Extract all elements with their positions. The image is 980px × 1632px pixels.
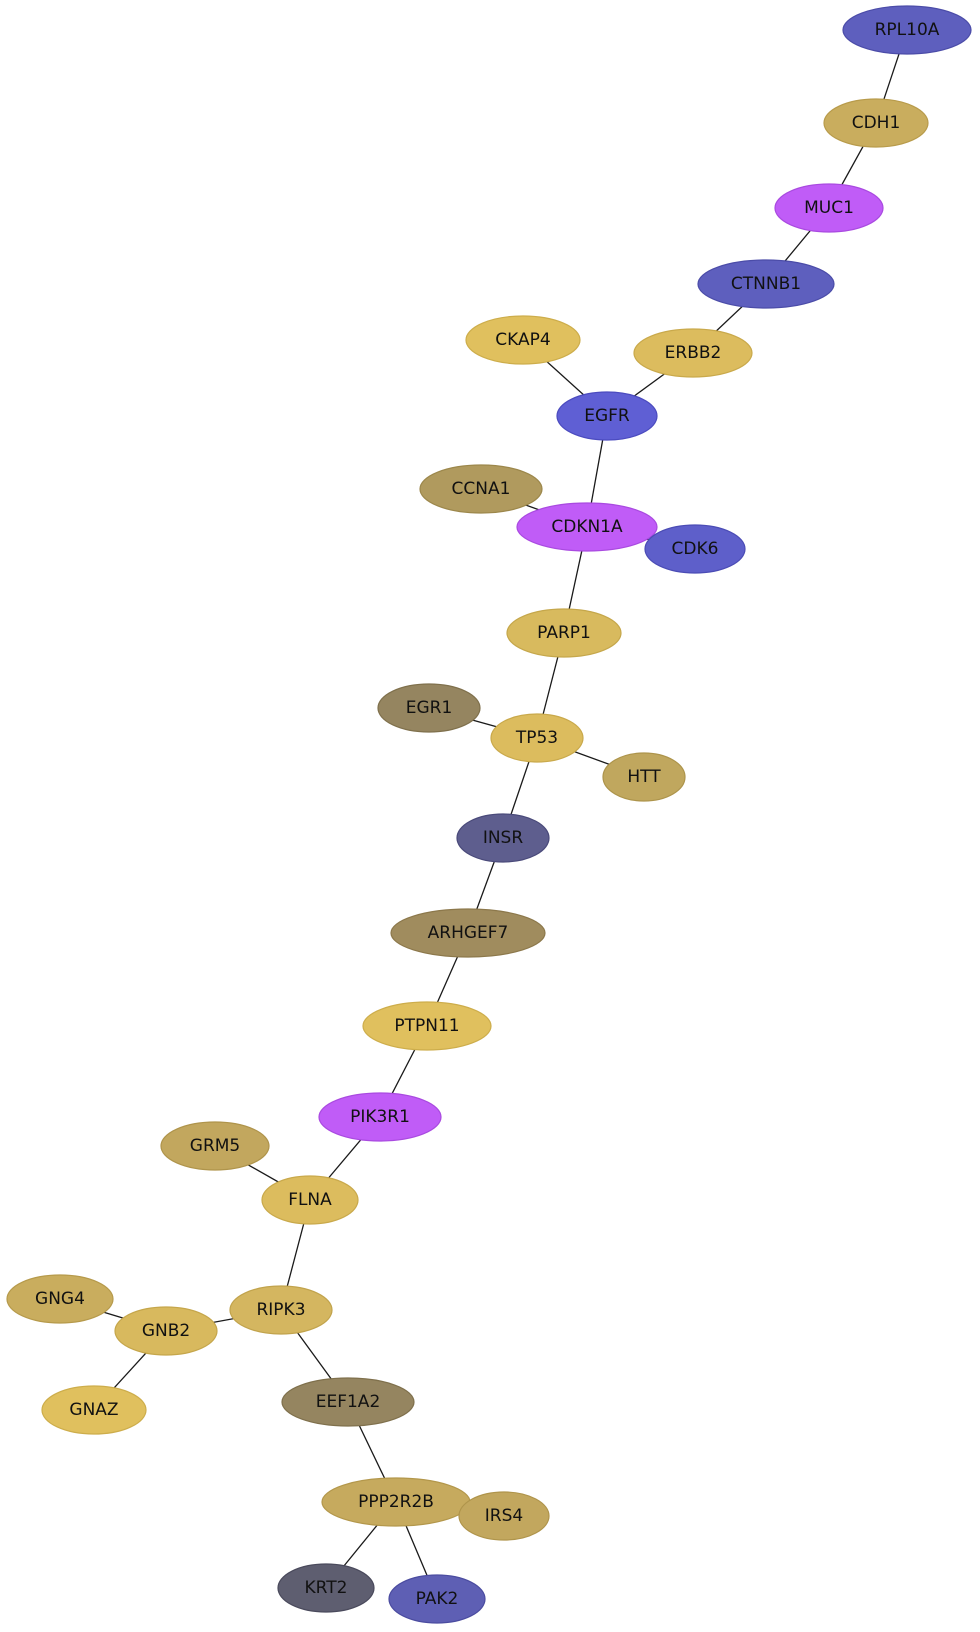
node-label: HTT bbox=[627, 767, 661, 787]
node-label: EGFR bbox=[584, 406, 630, 426]
node-label: IRS4 bbox=[485, 1506, 523, 1526]
node-label: GNG4 bbox=[35, 1289, 85, 1309]
node-ctnnb1[interactable]: CTNNB1 bbox=[697, 259, 835, 309]
node-label: PARP1 bbox=[537, 623, 591, 643]
node-shape bbox=[458, 1491, 550, 1541]
node-pak2[interactable]: PAK2 bbox=[388, 1574, 486, 1624]
node-ccna1[interactable]: CCNA1 bbox=[419, 464, 543, 514]
node-shape bbox=[261, 1175, 359, 1225]
node-shape bbox=[456, 813, 550, 863]
node-pik3r1[interactable]: PIK3R1 bbox=[318, 1092, 442, 1142]
node-ripk3[interactable]: RIPK3 bbox=[229, 1285, 333, 1335]
node-krt2[interactable]: KRT2 bbox=[277, 1563, 375, 1613]
node-grm5[interactable]: GRM5 bbox=[160, 1121, 270, 1171]
node-tp53[interactable]: TP53 bbox=[490, 713, 584, 763]
node-muc1[interactable]: MUC1 bbox=[774, 183, 884, 233]
node-ptpn11[interactable]: PTPN11 bbox=[362, 1001, 492, 1051]
node-label: PPP2R2B bbox=[358, 1492, 434, 1512]
node-parp1[interactable]: PARP1 bbox=[506, 608, 622, 658]
node-shape bbox=[823, 98, 929, 148]
node-label: CTNNB1 bbox=[731, 274, 801, 294]
node-label: EEF1A2 bbox=[316, 1392, 381, 1412]
node-shape bbox=[229, 1285, 333, 1335]
node-insr[interactable]: INSR bbox=[456, 813, 550, 863]
node-label: EGR1 bbox=[406, 698, 453, 718]
node-egr1[interactable]: EGR1 bbox=[377, 683, 481, 733]
node-shape bbox=[388, 1574, 486, 1624]
node-shape bbox=[160, 1121, 270, 1171]
node-cdk6[interactable]: CDK6 bbox=[644, 524, 746, 574]
node-label: GNB2 bbox=[142, 1321, 190, 1341]
node-gnaz[interactable]: GNAZ bbox=[41, 1385, 147, 1435]
node-shape bbox=[697, 259, 835, 309]
node-label: GRM5 bbox=[190, 1136, 240, 1156]
node-ppp2r2b[interactable]: PPP2R2B bbox=[321, 1477, 471, 1527]
node-label: CDK6 bbox=[672, 539, 719, 559]
node-shape bbox=[506, 608, 622, 658]
node-label: PTPN11 bbox=[394, 1016, 459, 1036]
node-label: PIK3R1 bbox=[350, 1107, 410, 1127]
node-label: ARHGEF7 bbox=[428, 923, 509, 943]
node-label: PAK2 bbox=[416, 1589, 459, 1609]
node-irs4[interactable]: IRS4 bbox=[458, 1491, 550, 1541]
node-shape bbox=[556, 391, 658, 441]
node-gng4[interactable]: GNG4 bbox=[6, 1274, 114, 1324]
node-shape bbox=[490, 713, 584, 763]
node-label: CKAP4 bbox=[495, 330, 550, 350]
node-label: FLNA bbox=[288, 1190, 332, 1210]
node-shape bbox=[774, 183, 884, 233]
node-label: TP53 bbox=[515, 728, 558, 748]
node-label: RIPK3 bbox=[256, 1300, 305, 1320]
node-shape bbox=[602, 752, 686, 802]
node-label: KRT2 bbox=[305, 1578, 348, 1598]
node-shape bbox=[377, 683, 481, 733]
node-cdkn1a[interactable]: CDKN1A bbox=[516, 502, 658, 552]
node-label: CDKN1A bbox=[551, 517, 623, 537]
node-flna[interactable]: FLNA bbox=[261, 1175, 359, 1225]
node-label: INSR bbox=[483, 828, 524, 848]
node-shape bbox=[516, 502, 658, 552]
node-label: ERBB2 bbox=[665, 343, 722, 363]
node-rpl10a[interactable]: RPL10A bbox=[842, 5, 972, 55]
node-eef1a2[interactable]: EEF1A2 bbox=[281, 1377, 415, 1427]
node-shape bbox=[633, 328, 753, 378]
node-shape bbox=[644, 524, 746, 574]
node-label: CCNA1 bbox=[452, 479, 511, 499]
node-label: GNAZ bbox=[69, 1400, 118, 1420]
node-shape bbox=[281, 1377, 415, 1427]
node-gnb2[interactable]: GNB2 bbox=[114, 1306, 218, 1356]
node-ckap4[interactable]: CKAP4 bbox=[465, 315, 581, 365]
node-shape bbox=[41, 1385, 147, 1435]
node-egfr[interactable]: EGFR bbox=[556, 391, 658, 441]
node-label: MUC1 bbox=[804, 198, 854, 218]
node-shape bbox=[114, 1306, 218, 1356]
node-label: RPL10A bbox=[875, 20, 940, 40]
node-shape bbox=[318, 1092, 442, 1142]
node-shape bbox=[6, 1274, 114, 1324]
node-shape bbox=[419, 464, 543, 514]
node-shape bbox=[362, 1001, 492, 1051]
node-shape bbox=[842, 5, 972, 55]
node-arhgef7[interactable]: ARHGEF7 bbox=[390, 908, 546, 958]
node-shape bbox=[465, 315, 581, 365]
node-htt[interactable]: HTT bbox=[602, 752, 686, 802]
node-shape bbox=[390, 908, 546, 958]
node-label: CDH1 bbox=[852, 113, 901, 133]
node-shape bbox=[277, 1563, 375, 1613]
node-cdh1[interactable]: CDH1 bbox=[823, 98, 929, 148]
node-erbb2[interactable]: ERBB2 bbox=[633, 328, 753, 378]
